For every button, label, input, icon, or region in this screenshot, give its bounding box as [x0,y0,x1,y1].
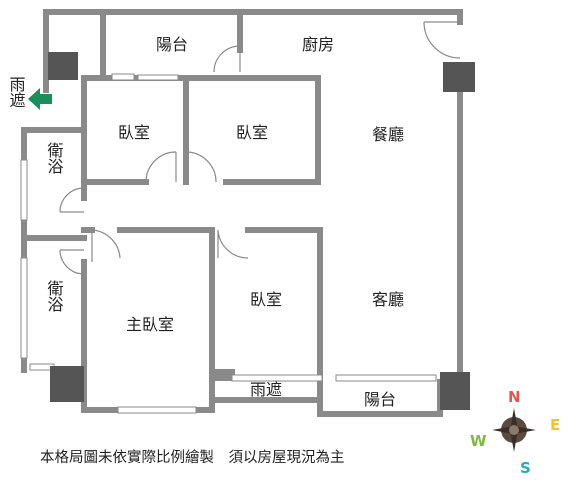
walls [21,9,463,417]
label-bath-1: 衛浴 [45,142,64,174]
label-canopy-bottom: 雨遮 [250,380,282,399]
compass-east: E [550,416,560,434]
windows [20,73,437,414]
window-canopy [231,374,323,382]
window-bath2 [20,257,28,359]
door-bedroom2 [185,151,217,183]
compass-north: N [508,388,521,406]
door-balcony [213,45,241,73]
door-bedroom1 [145,151,177,183]
wall-bedroom2-top [183,75,321,185]
label-living: 客廳 [372,290,404,309]
label-bedroom-2: 臥室 [236,123,268,142]
door-bath2 [59,249,85,275]
compass: N E S W [470,388,560,477]
wall-bedroom3-top [245,227,323,375]
label-canopy-left: 雨遮 [7,76,26,108]
label-kitchen: 廚房 [302,35,334,54]
disclaimer-caption: 本格局圖未依實際比例繪製 須以房屋現況為主 [40,448,345,466]
column-top-right [443,62,475,92]
label-bath-2: 衛浴 [45,280,64,312]
label-balcony-bottom: 陽台 [364,390,396,409]
columns [48,52,475,410]
label-master-bedroom: 主臥室 [126,315,174,334]
column-bottom-right [440,372,470,410]
compass-west: W [470,432,487,450]
label-dining: 餐廳 [372,125,404,144]
window-top-room [111,73,135,81]
window-bath1 [20,159,28,221]
door-master [91,229,121,262]
door-bath1 [59,187,85,213]
window-bedroom1-top [137,74,179,81]
wall-outer-top [43,9,463,25]
compass-south: S [520,459,531,477]
label-bedroom-3: 臥室 [250,290,282,309]
arrow-left-icon [28,88,52,110]
door-entry [423,21,461,59]
window-balcony [335,374,437,382]
label-balcony-top: 陽台 [156,35,188,54]
door-bedroom3 [217,229,249,259]
doors [59,21,461,275]
column-top-left [48,52,78,80]
window-master-bottom [117,406,197,414]
label-bedroom-1: 臥室 [118,123,150,142]
column-bottom-left [50,366,84,402]
